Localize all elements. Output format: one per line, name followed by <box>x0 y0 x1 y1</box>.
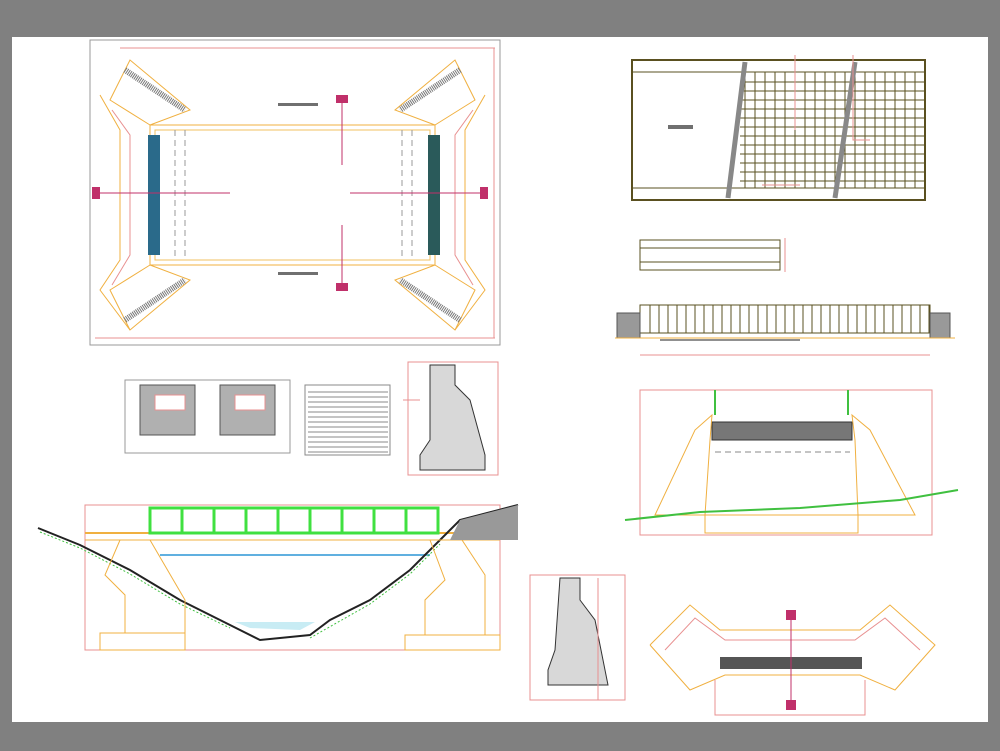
abutment-left <box>148 135 160 255</box>
railing-elevation <box>615 304 955 356</box>
section-marker-icon <box>336 283 348 291</box>
wing-wall-detail <box>529 574 626 701</box>
plan-view <box>89 39 501 346</box>
deck-reinforcement-plan <box>631 55 926 201</box>
beam-section <box>639 238 786 272</box>
cross-section <box>624 389 959 536</box>
abutment-right <box>428 135 440 255</box>
section-marker-icon <box>336 95 348 103</box>
detail-box <box>124 379 291 454</box>
section-marker-icon <box>92 187 100 199</box>
bridge-elevation <box>37 504 519 651</box>
section-marker-icon <box>786 610 796 620</box>
section-marker-icon <box>786 700 796 710</box>
section-marker-icon <box>480 187 488 199</box>
retaining-wall-detail <box>403 361 499 476</box>
legend-table <box>304 384 391 456</box>
wing-plan <box>649 604 936 716</box>
